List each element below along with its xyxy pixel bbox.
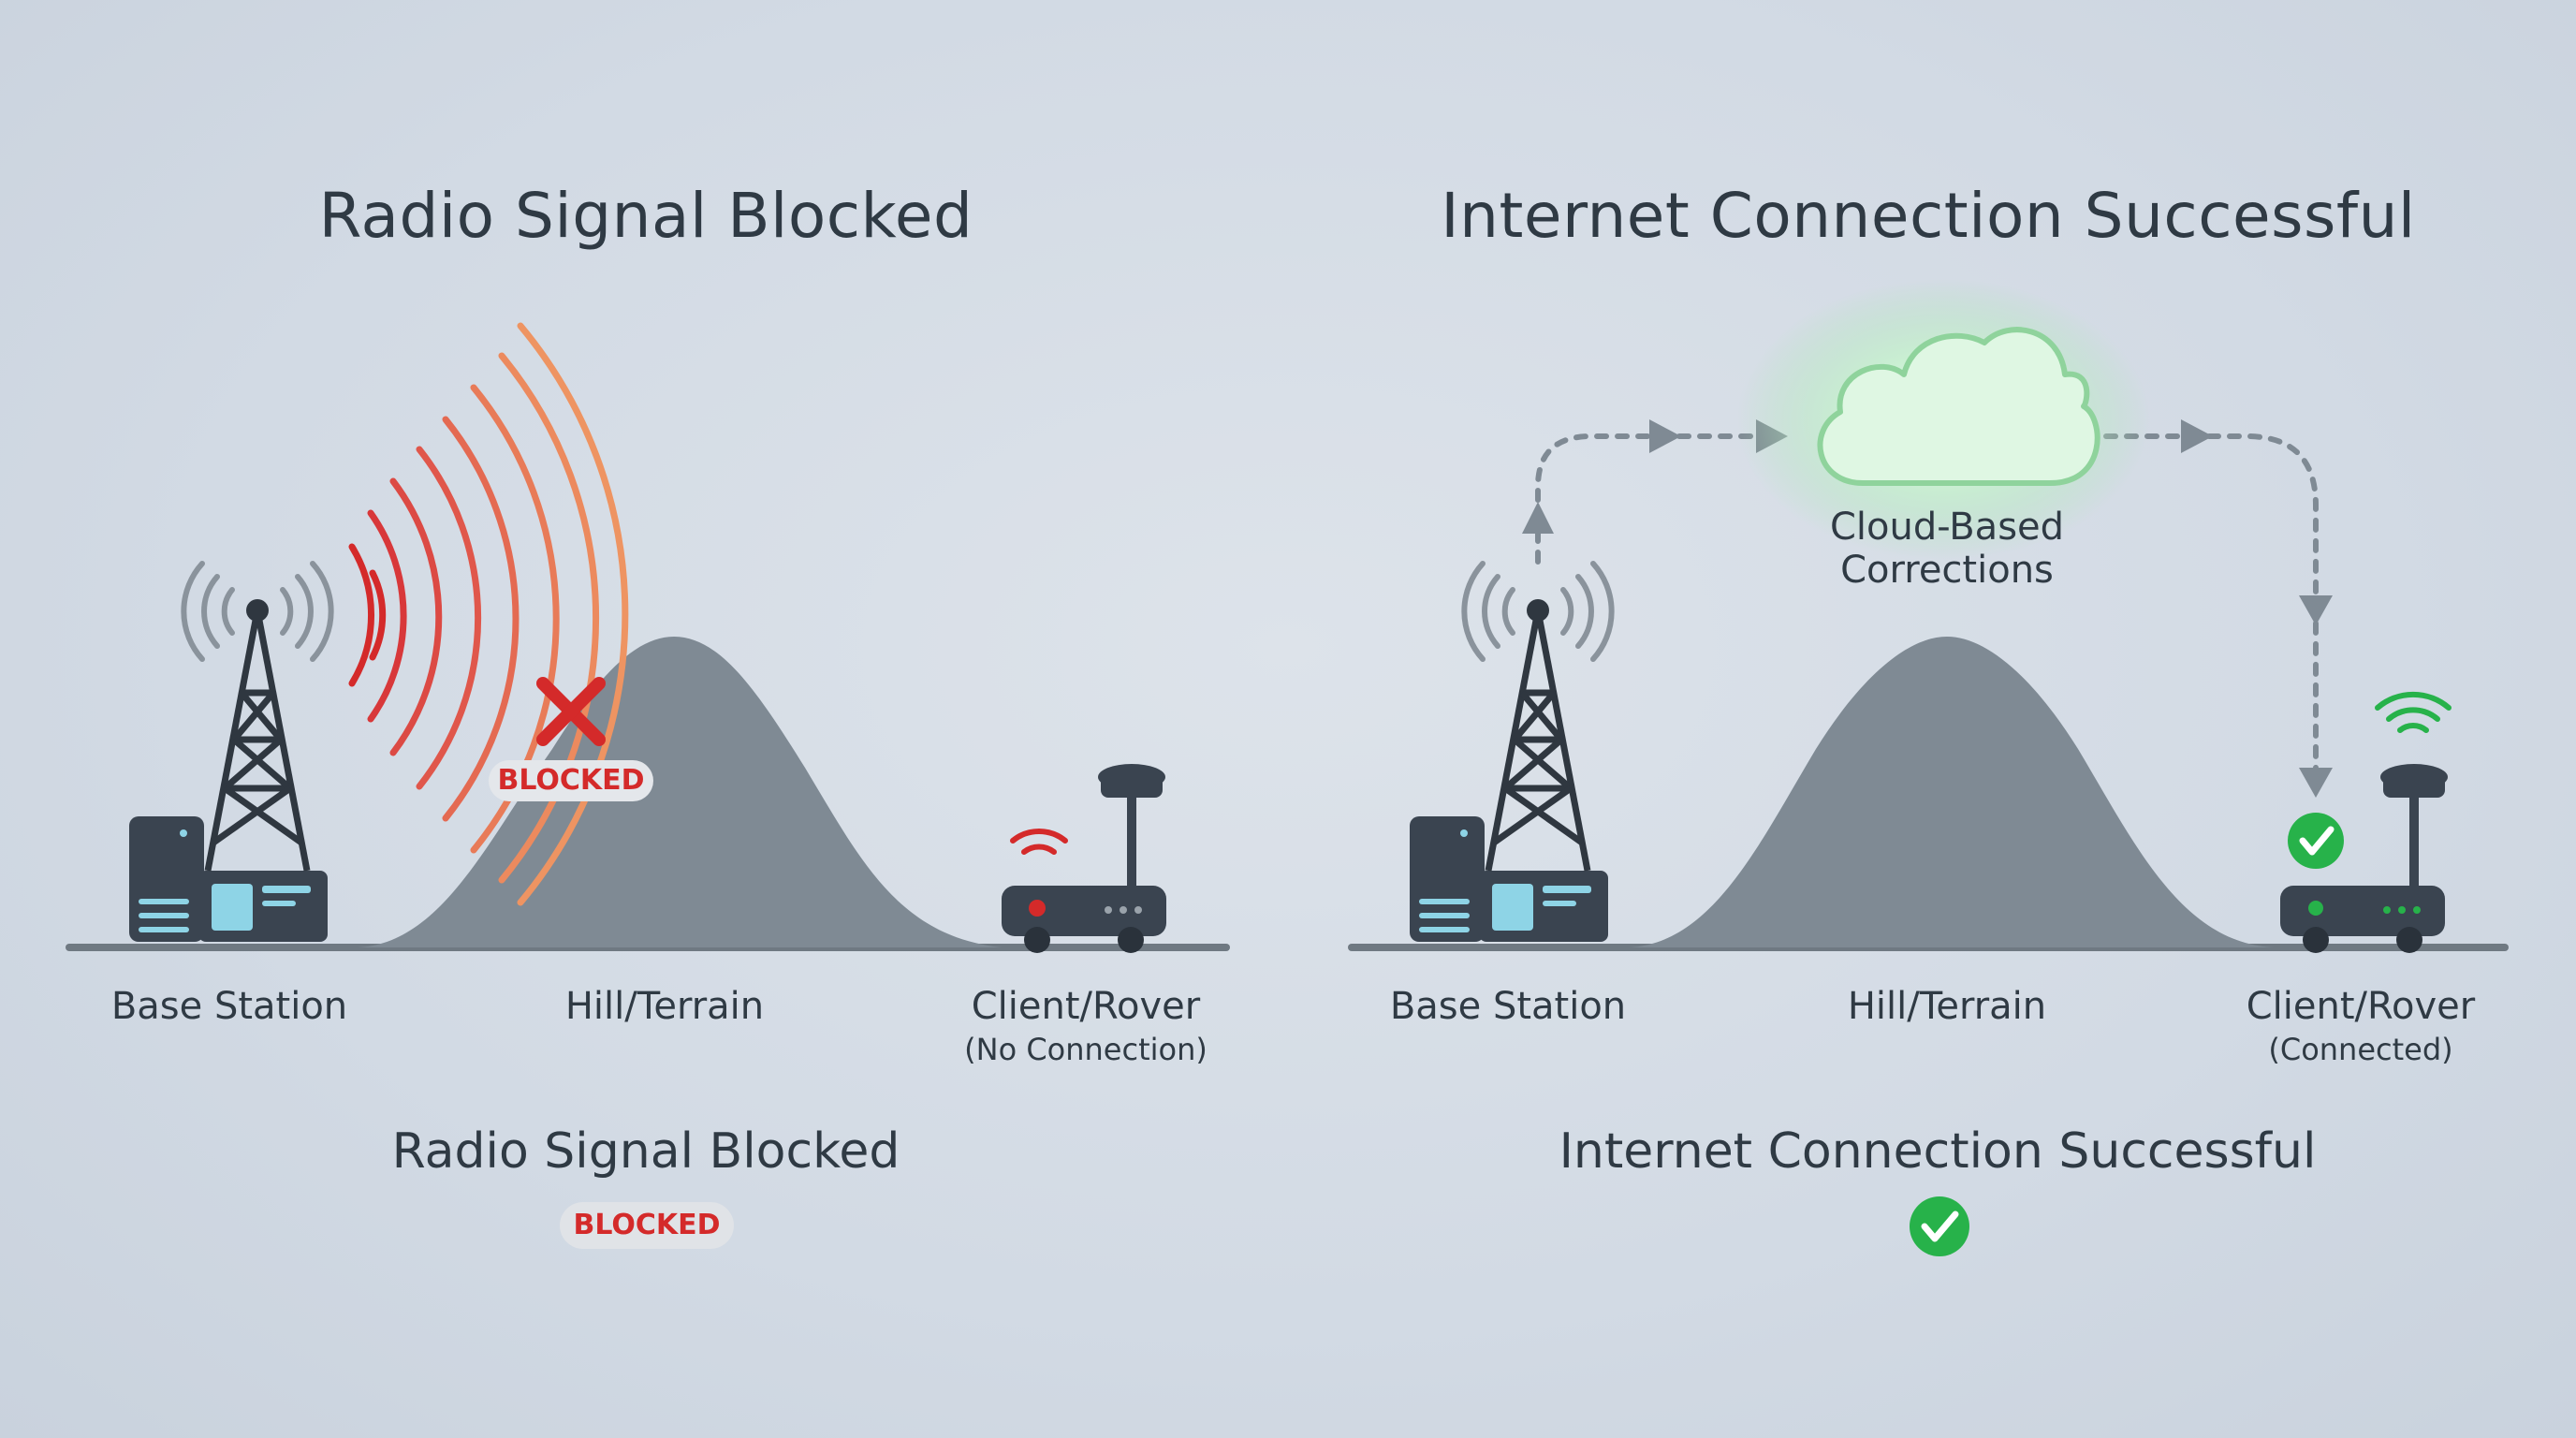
blocked-tag: BLOCKED xyxy=(489,760,653,801)
cloud-label-line1: Cloud-Based xyxy=(1797,506,2097,549)
hill-label-left: Hill/Terrain xyxy=(524,985,805,1028)
client-status-right: (Connected) xyxy=(2211,1032,2510,1067)
base-station-label-left: Base Station xyxy=(84,985,374,1028)
status-badge-blocked: BLOCKED xyxy=(560,1202,734,1249)
check-circle-icon xyxy=(2288,813,2344,869)
cloud-label-line2: Corrections xyxy=(1797,549,2097,592)
weak-signal-icon xyxy=(1013,831,1065,852)
base-station-left xyxy=(129,564,331,942)
base-station-label-right: Base Station xyxy=(1363,985,1653,1028)
strong-signal-icon xyxy=(2378,695,2449,730)
right-caption: Internet Connection Successful xyxy=(1535,1123,2340,1180)
right-panel xyxy=(1352,279,2505,1256)
success-check-icon xyxy=(1910,1196,1969,1256)
cloud-label: Cloud-Based Corrections xyxy=(1797,506,2097,592)
left-panel-title: Radio Signal Blocked xyxy=(318,180,973,252)
client-status-left: (No Connection) xyxy=(936,1032,1236,1067)
hill-right xyxy=(1629,637,2275,947)
client-label-right: Client/Rover xyxy=(2220,985,2501,1028)
client-label-left: Client/Rover xyxy=(945,985,1226,1028)
hill-left xyxy=(356,637,1002,947)
left-caption: Radio Signal Blocked xyxy=(365,1123,927,1180)
client-rover-left xyxy=(1002,764,1166,953)
right-panel-title: Internet Connection Successful xyxy=(1423,180,2434,252)
hill-label-right: Hill/Terrain xyxy=(1807,985,2087,1028)
base-station-right xyxy=(1410,564,1612,942)
left-panel xyxy=(69,326,1226,953)
